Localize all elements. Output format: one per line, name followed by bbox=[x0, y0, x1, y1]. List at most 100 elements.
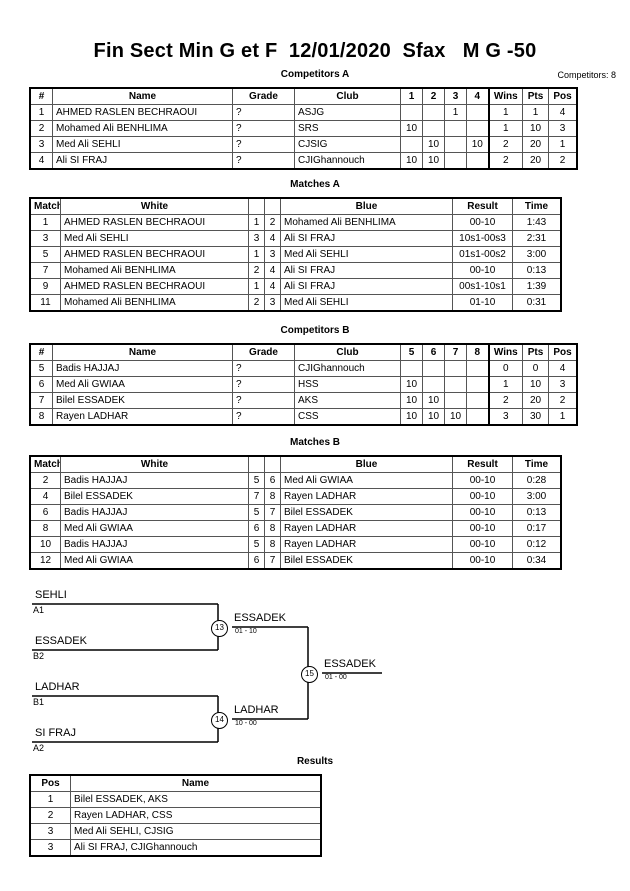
knockout-bracket: SEHLI A1 ESSADEK B2 LADHAR B1 SI FRAJ A2… bbox=[0, 578, 630, 753]
cell-grade: ? bbox=[232, 104, 295, 121]
col-name: Name bbox=[52, 344, 233, 361]
cell-white-num: 5 bbox=[248, 504, 265, 521]
bracket-entrant-name: ESSADEK bbox=[35, 635, 87, 647]
cell-grade: ? bbox=[232, 120, 295, 137]
col-blue-num bbox=[264, 456, 281, 473]
cell-pts: 20 bbox=[522, 392, 549, 409]
cell-name: Badis HAJJAJ bbox=[52, 360, 233, 377]
cell-white-num: 6 bbox=[248, 552, 265, 569]
bracket-entrant-name: SI FRAJ bbox=[35, 727, 76, 739]
col-result: Result bbox=[452, 456, 513, 473]
cell-blue-num: 4 bbox=[264, 262, 281, 279]
cell-blue: Bilel ESSADEK bbox=[280, 504, 453, 521]
table-row: 2 Badis HAJJAJ 5 6 Med Ali GWIAA 00-10 0… bbox=[30, 472, 561, 489]
cell-m6: 10 bbox=[422, 392, 445, 409]
cell-blue-num: 7 bbox=[264, 504, 281, 521]
cell-m8 bbox=[466, 376, 489, 393]
cell-wins: 1 bbox=[487, 376, 523, 393]
cell-result: 00-10 bbox=[452, 488, 513, 505]
cell-pts: 20 bbox=[522, 152, 549, 169]
cell-white: Badis HAJJAJ bbox=[60, 472, 249, 489]
cell-blue: Mohamed Ali BENHLIMA bbox=[280, 214, 453, 231]
bracket-match-node-15[interactable]: 15 bbox=[301, 666, 318, 683]
table-row: 1 Bilel ESSADEK, AKS bbox=[30, 791, 321, 808]
table-row: 1 AHMED RASLEN BECHRAOUI 1 2 Mohamed Ali… bbox=[30, 214, 561, 231]
col-number: # bbox=[30, 344, 53, 361]
bracket-match-node-14[interactable]: 14 bbox=[211, 712, 228, 729]
cell-pos: 3 bbox=[30, 839, 71, 856]
cell-name: Ali SI FRAJ, CJIGhannouch bbox=[70, 839, 321, 856]
cell-blue-num: 6 bbox=[264, 472, 281, 489]
cell-pts: 0 bbox=[522, 360, 549, 377]
cell-wins: 2 bbox=[487, 152, 523, 169]
table-row: 4 Ali SI FRAJ ? CJIGhannouch 10 10 2 20 … bbox=[30, 152, 577, 169]
cell-match: 3 bbox=[30, 230, 61, 247]
cell-blue: Bilel ESSADEK bbox=[280, 552, 453, 569]
cell-pos: 3 bbox=[30, 823, 71, 840]
cell-club: CJSIG bbox=[294, 136, 401, 153]
cell-time: 0:12 bbox=[512, 536, 561, 553]
table-row: 7 Bilel ESSADEK ? AKS 10 10 2 20 2 bbox=[30, 392, 577, 409]
cell-club: CJIGhannouch bbox=[294, 152, 401, 169]
table-row: 1 AHMED RASLEN BECHRAOUI ? ASJG 1 1 1 4 bbox=[30, 104, 577, 121]
cell-m2 bbox=[422, 104, 445, 121]
bracket-entrant-seed: A1 bbox=[33, 605, 45, 615]
cell-m5: 10 bbox=[400, 376, 423, 393]
cell-pos: 1 bbox=[548, 136, 577, 153]
cell-blue-num: 3 bbox=[264, 246, 281, 263]
cell-m3 bbox=[444, 136, 467, 153]
bracket-entrant-name: LADHAR bbox=[35, 681, 80, 693]
cell-grade: ? bbox=[232, 392, 295, 409]
cell-m5: 10 bbox=[400, 408, 423, 425]
cell-pts: 30 bbox=[522, 408, 549, 425]
cell-result: 00s1-10s1 bbox=[452, 278, 513, 295]
cell-number: 4 bbox=[30, 152, 53, 169]
col-time: Time bbox=[512, 456, 561, 473]
cell-name: Med Ali GWIAA bbox=[52, 376, 233, 393]
cell-pos: 4 bbox=[548, 360, 577, 377]
col-club: Club bbox=[294, 344, 401, 361]
cell-grade: ? bbox=[232, 376, 295, 393]
cell-pos: 1 bbox=[548, 408, 577, 425]
cell-m6: 10 bbox=[422, 408, 445, 425]
cell-result: 00-10 bbox=[452, 214, 513, 231]
cell-result: 01s1-00s2 bbox=[452, 246, 513, 263]
col-blue: Blue bbox=[280, 456, 453, 473]
cell-m1 bbox=[400, 136, 423, 153]
cell-white-num: 2 bbox=[248, 294, 265, 311]
cell-m2 bbox=[422, 120, 445, 137]
cell-blue: Ali SI FRAJ bbox=[280, 262, 453, 279]
table-row: 6 Med Ali GWIAA ? HSS 10 1 10 3 bbox=[30, 376, 577, 393]
cell-m4: 10 bbox=[466, 136, 489, 153]
table-row: 10 Badis HAJJAJ 5 8 Rayen LADHAR 00-10 0… bbox=[30, 536, 561, 553]
col-pos: Pos bbox=[548, 344, 577, 361]
cell-pts: 1 bbox=[522, 104, 549, 121]
cell-number: 2 bbox=[30, 120, 53, 137]
col-m7: 7 bbox=[444, 344, 467, 361]
bracket-match-node-13[interactable]: 13 bbox=[211, 620, 228, 637]
page-title: Fin Sect Min G et F 12/01/2020 Sfax M G … bbox=[93, 40, 537, 62]
col-club: Club bbox=[294, 88, 401, 105]
cell-blue: Rayen LADHAR bbox=[280, 520, 453, 537]
cell-white: Badis HAJJAJ bbox=[60, 504, 249, 521]
cell-pos: 3 bbox=[548, 120, 577, 137]
cell-blue-num: 3 bbox=[264, 294, 281, 311]
cell-pos: 2 bbox=[548, 392, 577, 409]
cell-m7: 10 bbox=[444, 408, 467, 425]
col-blue: Blue bbox=[280, 198, 453, 215]
cell-blue-num: 2 bbox=[264, 214, 281, 231]
cell-result: 00-10 bbox=[452, 262, 513, 279]
cell-result: 01-10 bbox=[452, 294, 513, 311]
cell-time: 3:00 bbox=[512, 246, 561, 263]
cell-white-num: 3 bbox=[248, 230, 265, 247]
section-heading-results: Results bbox=[296, 756, 334, 767]
cell-match: 2 bbox=[30, 472, 61, 489]
cell-m2: 10 bbox=[422, 136, 445, 153]
cell-m2: 10 bbox=[422, 152, 445, 169]
bracket-entrant-seed: B1 bbox=[33, 697, 45, 707]
col-match: Match bbox=[30, 198, 61, 215]
col-m2: 2 bbox=[422, 88, 445, 105]
col-m5: 5 bbox=[400, 344, 423, 361]
cell-pos: 4 bbox=[548, 104, 577, 121]
col-white: White bbox=[60, 198, 249, 215]
